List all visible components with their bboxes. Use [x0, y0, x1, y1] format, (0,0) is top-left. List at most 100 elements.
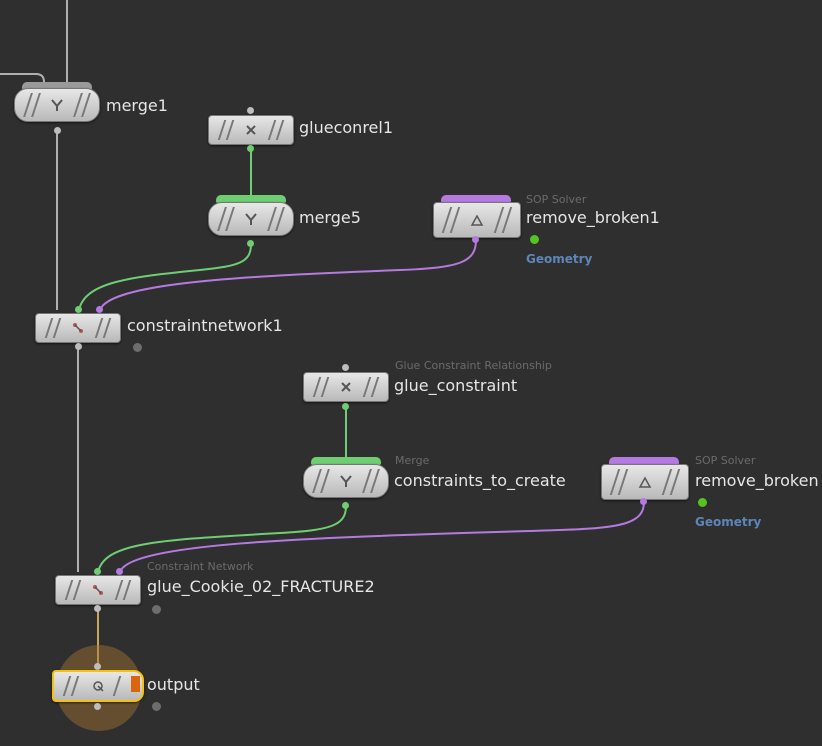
remove-broken1-output-port[interactable] — [472, 236, 479, 243]
constraints-to-create-type-label: Merge — [395, 454, 430, 467]
node-remove-broken2[interactable] — [601, 464, 689, 500]
glue-relationship-icon — [341, 382, 351, 392]
node-slash — [669, 469, 681, 495]
node-glueconrel1[interactable] — [208, 115, 294, 145]
constraints-to-create-cap — [311, 457, 381, 465]
glue-cookie-label: glue_Cookie_02_FRACTURE2 — [147, 577, 375, 596]
node-slash — [52, 318, 62, 338]
node-slash — [114, 580, 124, 600]
glue-cookie-input-port-2[interactable] — [116, 568, 123, 575]
output-status-dot — [152, 702, 161, 711]
merge5-label: merge5 — [299, 208, 361, 227]
glue-relationship-icon — [246, 125, 256, 135]
node-constraints-to-create[interactable] — [303, 464, 389, 498]
node-slash — [44, 318, 54, 338]
node-glue-constraint[interactable] — [303, 372, 389, 402]
node-slash — [64, 580, 74, 600]
merge1-cap — [22, 82, 92, 90]
merge5-cap — [216, 195, 286, 203]
glueconrel1-input-port[interactable] — [247, 107, 254, 114]
constraintnetwork1-input-port-2[interactable] — [96, 306, 103, 313]
remove-broken1-label: remove_broken1 — [526, 208, 660, 227]
node-slash — [225, 207, 235, 231]
sop-solver-icon — [638, 476, 652, 488]
node-slash — [449, 207, 461, 233]
glue-constraint-output-port[interactable] — [342, 403, 349, 410]
constraint-network-icon — [73, 323, 83, 333]
node-slash — [617, 469, 629, 495]
remove-broken1-type-label: SOP Solver — [526, 193, 587, 206]
merge5-output-port[interactable] — [247, 240, 254, 247]
node-slash — [122, 580, 132, 600]
node-slash — [275, 120, 285, 140]
remove-broken2-label: remove_broken — [695, 471, 819, 490]
glue-constraint-label: glue_constraint — [394, 376, 518, 395]
display-flag[interactable] — [131, 676, 140, 692]
constraintnetwork1-input-port-1[interactable] — [75, 306, 82, 313]
glue-cookie-input-port-1[interactable] — [94, 568, 101, 575]
node-slash — [320, 469, 330, 493]
node-merge1[interactable] — [14, 88, 100, 122]
glue-cookie-type-label: Constraint Network — [147, 560, 254, 573]
glue-cookie-status-dot — [152, 605, 161, 614]
wire-constraintstocreate-gluecookie — [97, 505, 347, 573]
node-slash — [81, 93, 91, 117]
glueconrel1-output-port[interactable] — [247, 145, 254, 152]
node-slash — [320, 377, 330, 397]
node-slash — [501, 207, 513, 233]
wire-removebroken2-gluecookie — [119, 501, 645, 573]
node-slash — [72, 580, 82, 600]
merge-icon — [245, 213, 257, 225]
node-slash — [370, 469, 380, 493]
remove-broken2-output-port[interactable] — [640, 498, 647, 505]
node-slash — [370, 377, 380, 397]
glueconrel1-label: glueconrel1 — [299, 118, 394, 137]
remove-broken2-type-label: SOP Solver — [695, 454, 756, 467]
node-slash — [62, 676, 72, 696]
node-slash — [112, 676, 122, 696]
node-slash — [102, 318, 112, 338]
merge1-label: merge1 — [106, 96, 168, 115]
node-slash — [70, 676, 80, 696]
remove-broken2-geometry-label: Geometry — [695, 515, 762, 529]
merge-icon — [340, 475, 352, 487]
output-label: output — [147, 675, 200, 694]
remove-broken2-status-dot — [698, 498, 707, 507]
node-slash — [267, 120, 277, 140]
node-slash — [362, 377, 372, 397]
constraint-network-icon — [93, 585, 103, 595]
glue-constraint-input-port[interactable] — [342, 364, 349, 371]
node-constraintnetwork1[interactable] — [35, 313, 121, 343]
node-output[interactable] — [52, 670, 144, 702]
node-slash — [312, 377, 322, 397]
glue-constraint-type-label: Glue Constraint Relationship — [395, 359, 552, 372]
wire-remove-broken1-constraintnetwork1 — [99, 239, 477, 311]
node-slash — [225, 120, 235, 140]
node-slash — [94, 318, 104, 338]
constraintnetwork1-label: constraintnetwork1 — [127, 316, 283, 335]
constraintnetwork1-output-port[interactable] — [75, 343, 82, 350]
wire-in-left — [0, 73, 45, 83]
remove-broken1-geometry-label: Geometry — [526, 252, 593, 266]
remove-broken2-cap — [609, 457, 679, 465]
wire-merge5-constraintnetwork1 — [78, 243, 252, 311]
node-merge5[interactable] — [208, 202, 294, 236]
glue-cookie-output-port[interactable] — [94, 605, 101, 612]
remove-broken1-status-dot — [530, 235, 539, 244]
merge1-output-port[interactable] — [54, 127, 61, 134]
node-remove-broken1[interactable] — [433, 202, 521, 238]
constraintnetwork1-status-dot — [133, 343, 142, 352]
constraints-to-create-output-port[interactable] — [342, 502, 349, 509]
node-slash — [275, 207, 285, 231]
merge-icon — [51, 99, 63, 111]
node-slash — [31, 93, 41, 117]
node-glue-cookie[interactable] — [55, 575, 141, 605]
constraints-to-create-label: constraints_to_create — [394, 471, 566, 490]
remove-broken1-cap — [441, 195, 511, 203]
sop-solver-icon — [470, 214, 484, 226]
output-output-port[interactable] — [94, 703, 101, 710]
output-input-port[interactable] — [94, 663, 101, 670]
node-slash — [217, 120, 227, 140]
output-icon — [93, 681, 104, 692]
